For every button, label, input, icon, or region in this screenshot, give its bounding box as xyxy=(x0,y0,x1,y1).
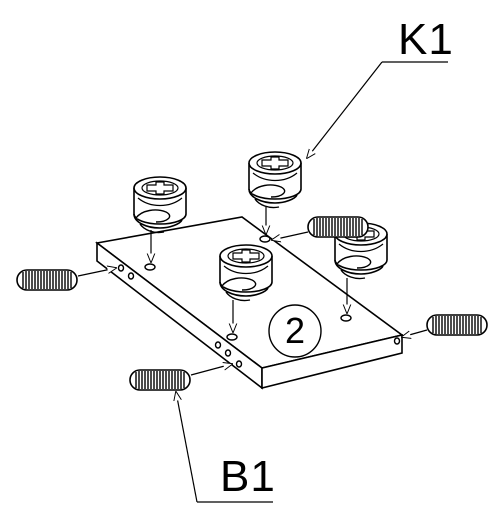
b1-leader-line xyxy=(176,392,273,503)
callout-k1-label: K1 xyxy=(398,15,454,64)
k1-leader-line xyxy=(307,61,448,158)
part-number-circle xyxy=(268,304,322,358)
part-number-label: 2 xyxy=(284,310,306,351)
callout-b1-label: B1 xyxy=(220,452,276,501)
drill-hole-icon xyxy=(117,235,401,368)
